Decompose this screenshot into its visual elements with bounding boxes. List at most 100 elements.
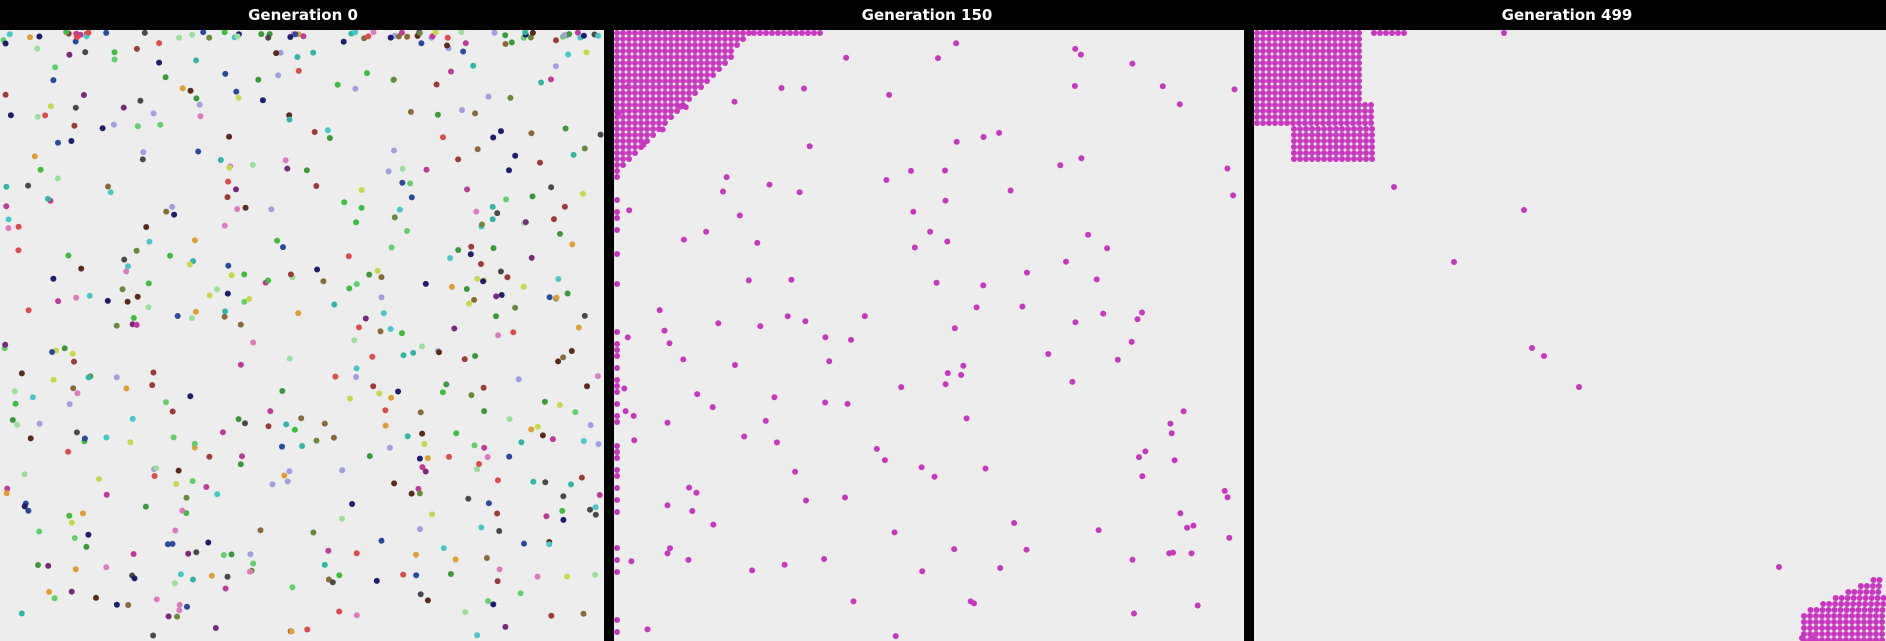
- agent-dot: [1873, 625, 1879, 631]
- agent-dot: [1350, 72, 1356, 78]
- agent-dot: [225, 178, 232, 185]
- agent-dot: [1266, 42, 1272, 48]
- agent-dot: [25, 307, 32, 314]
- agent-dot: [1857, 583, 1864, 589]
- agent-dot: [662, 48, 668, 54]
- agent-dot: [448, 68, 454, 75]
- agent-dot: [1327, 150, 1333, 156]
- agent-dot: [638, 72, 644, 78]
- agent-dot: [1825, 631, 1831, 637]
- agent-dot: [176, 34, 183, 41]
- agent-dot: [125, 263, 131, 270]
- agent-dot: [710, 42, 716, 48]
- agent-dot: [728, 48, 734, 54]
- agent-dot: [698, 48, 704, 54]
- agent-dot: [1357, 144, 1363, 150]
- agent-dot: [1302, 120, 1308, 126]
- agent-dot: [81, 435, 88, 442]
- agent-dot: [693, 489, 700, 496]
- agent-dot: [1266, 78, 1272, 84]
- agent-dot: [440, 545, 447, 552]
- agent-dot: [347, 395, 353, 402]
- agent-dot: [575, 324, 582, 331]
- agent-dot: [46, 588, 53, 595]
- agent-dot: [510, 329, 517, 336]
- agent-dot: [1296, 72, 1302, 78]
- agent-dot: [1521, 207, 1527, 213]
- agent-dot: [416, 455, 423, 462]
- agent-dot: [638, 42, 644, 48]
- agent-dot: [686, 30, 692, 36]
- agent-dot: [498, 292, 505, 298]
- agent-dot: [1315, 126, 1321, 132]
- agent-dot: [668, 102, 674, 108]
- agent-dot: [458, 30, 465, 36]
- agent-dot: [399, 330, 405, 337]
- agent-dot: [518, 439, 525, 446]
- agent-dot: [188, 315, 195, 322]
- agent-dot: [821, 556, 828, 562]
- agent-dot: [480, 384, 487, 391]
- agent-dot: [391, 480, 398, 487]
- agent-dot: [1875, 583, 1882, 589]
- agent-dot: [408, 490, 415, 497]
- agent-dot: [172, 527, 179, 534]
- agent-dot: [74, 33, 81, 40]
- agent-dot: [1226, 534, 1233, 541]
- agent-dot: [369, 353, 376, 360]
- agent-dot: [614, 132, 620, 138]
- agent-dot: [1184, 524, 1191, 531]
- agent-dot: [1320, 60, 1326, 66]
- agent-dot: [140, 149, 147, 156]
- agent-dot: [521, 540, 527, 547]
- agent-dot: [189, 478, 196, 484]
- agent-dot: [1308, 48, 1314, 54]
- agent-dot: [68, 519, 75, 526]
- agent-dot: [1266, 48, 1272, 54]
- agent-dot: [413, 551, 419, 558]
- agent-dot: [1260, 114, 1266, 120]
- agent-dot: [1855, 631, 1861, 637]
- agent-dot: [614, 389, 620, 395]
- agent-dot: [692, 84, 698, 90]
- agent-dot: [1303, 126, 1309, 132]
- agent-dot: [1254, 108, 1260, 114]
- agent-dot: [1801, 625, 1807, 631]
- agent-dot: [1320, 72, 1326, 78]
- agent-dot: [433, 81, 440, 88]
- agent-dot: [417, 526, 423, 533]
- agent-dot: [1290, 48, 1296, 54]
- agent-dot: [515, 376, 522, 383]
- agent-dot: [1344, 78, 1350, 84]
- agent-dot: [479, 221, 485, 228]
- agent-dot: [722, 54, 728, 60]
- agent-dot: [1272, 36, 1278, 42]
- agent-dot: [686, 36, 692, 42]
- agent-dot: [1868, 595, 1875, 601]
- agent-dot: [1296, 30, 1302, 36]
- agent-dot: [632, 60, 638, 66]
- agent-dot: [614, 455, 620, 461]
- agent-dot: [817, 30, 823, 36]
- agent-dot: [1320, 36, 1326, 42]
- agent-dot: [1254, 96, 1260, 102]
- agent-dot: [1139, 309, 1145, 316]
- agent-dot: [1326, 54, 1332, 60]
- agent-dot: [250, 560, 257, 567]
- agent-dot: [1309, 144, 1315, 150]
- agent-dot: [1284, 36, 1290, 42]
- agent-dot: [883, 177, 890, 183]
- agent-dot: [286, 112, 293, 119]
- agent-dot: [1874, 595, 1881, 601]
- agent-dot: [391, 214, 398, 221]
- agent-dot: [614, 341, 620, 347]
- agent-dot: [1284, 42, 1290, 48]
- agent-dot: [502, 32, 509, 39]
- agent-dot: [620, 114, 626, 120]
- agent-dot: [1170, 549, 1176, 556]
- agent-dot: [1188, 550, 1195, 557]
- agent-dot: [378, 537, 385, 544]
- agent-dot: [242, 420, 248, 427]
- agent-dot: [632, 36, 638, 42]
- agent-dot: [1837, 619, 1843, 625]
